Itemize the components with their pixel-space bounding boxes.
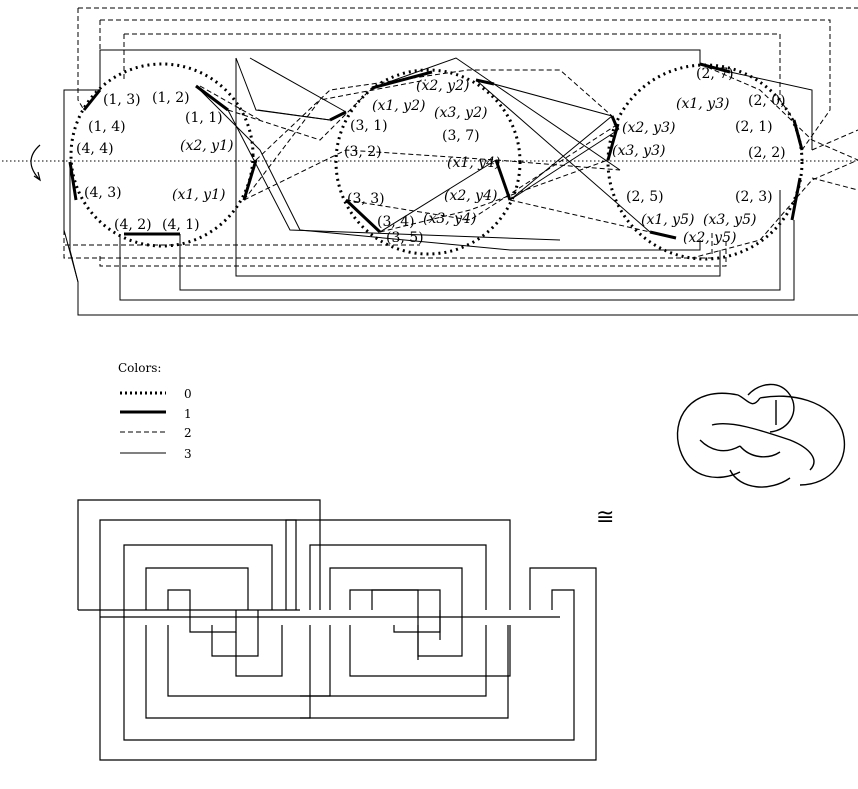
vertex-label: (1, 1): [185, 110, 223, 126]
vertex-label: (4, 2): [114, 217, 152, 233]
knot-diagram: [677, 384, 844, 487]
vertex-label: (x2, y5): [683, 230, 736, 246]
vertex-label: (2, 1): [735, 119, 773, 135]
vertex-label: (x1, y5): [641, 212, 694, 228]
grid-link-diagram: [78, 500, 596, 760]
vertex-label: (x1, y1): [172, 187, 225, 203]
vertex-label: (x1, y2): [372, 98, 425, 114]
vertex-label: (3, 7): [442, 128, 480, 144]
vertex-label: (x3, y5): [703, 212, 756, 228]
vertex-label: (x2, y2): [416, 78, 469, 94]
vertex-label: (4, 4): [76, 141, 114, 157]
vertex-label: (x3, y3): [612, 143, 665, 159]
legend-title: Colors:: [118, 361, 161, 375]
isomorphism-symbol: ≅: [596, 505, 614, 530]
legend-label-2: 2: [184, 426, 192, 440]
legend-label-0: 0: [184, 387, 192, 401]
top-graph: (1, 3) (1, 2) (1, 4) (1, 1) (4, 4) (x2, …: [2, 8, 858, 315]
vertex-label: (4, 3): [84, 185, 122, 201]
legend-label-1: 1: [184, 407, 192, 421]
vertex-label: (x3, y2): [434, 105, 487, 121]
vertex-label: (2, 5): [626, 189, 664, 205]
vertex-label: (3, 2): [344, 144, 382, 160]
right-vertex-labels: (2, 7) (x1, y3) (2, 0) (x2, y3) (2, 1) (…: [612, 66, 786, 246]
vertex-label: (3, 4): [377, 214, 415, 230]
vertex-label: (x3, y4): [423, 211, 476, 227]
vertex-label: (2, 2): [748, 145, 786, 161]
vertex-label: (3, 5): [386, 230, 424, 246]
legend-label-3: 3: [184, 447, 192, 461]
vertex-label: (3, 3): [347, 191, 385, 207]
vertex-label: (x1, y3): [676, 96, 729, 112]
vertex-label: (4, 1): [162, 217, 200, 233]
vertex-label: (x2, y1): [180, 138, 233, 154]
vertex-label: (2, 7): [696, 66, 734, 82]
vertex-label: (1, 4): [88, 119, 126, 135]
vertex-label: (1, 3): [103, 92, 141, 108]
vertex-label: (x1, y4): [447, 155, 500, 171]
vertex-label: (x2, y3): [622, 120, 675, 136]
color-legend: Colors: 0 1 2 3: [118, 361, 192, 461]
vertex-label: (1, 2): [152, 90, 190, 106]
vertex-label: (3, 1): [350, 118, 388, 134]
vertex-label: (2, 3): [735, 189, 773, 205]
vertex-label: (2, 0): [748, 93, 786, 109]
vertex-label: (x2, y4): [444, 188, 497, 204]
